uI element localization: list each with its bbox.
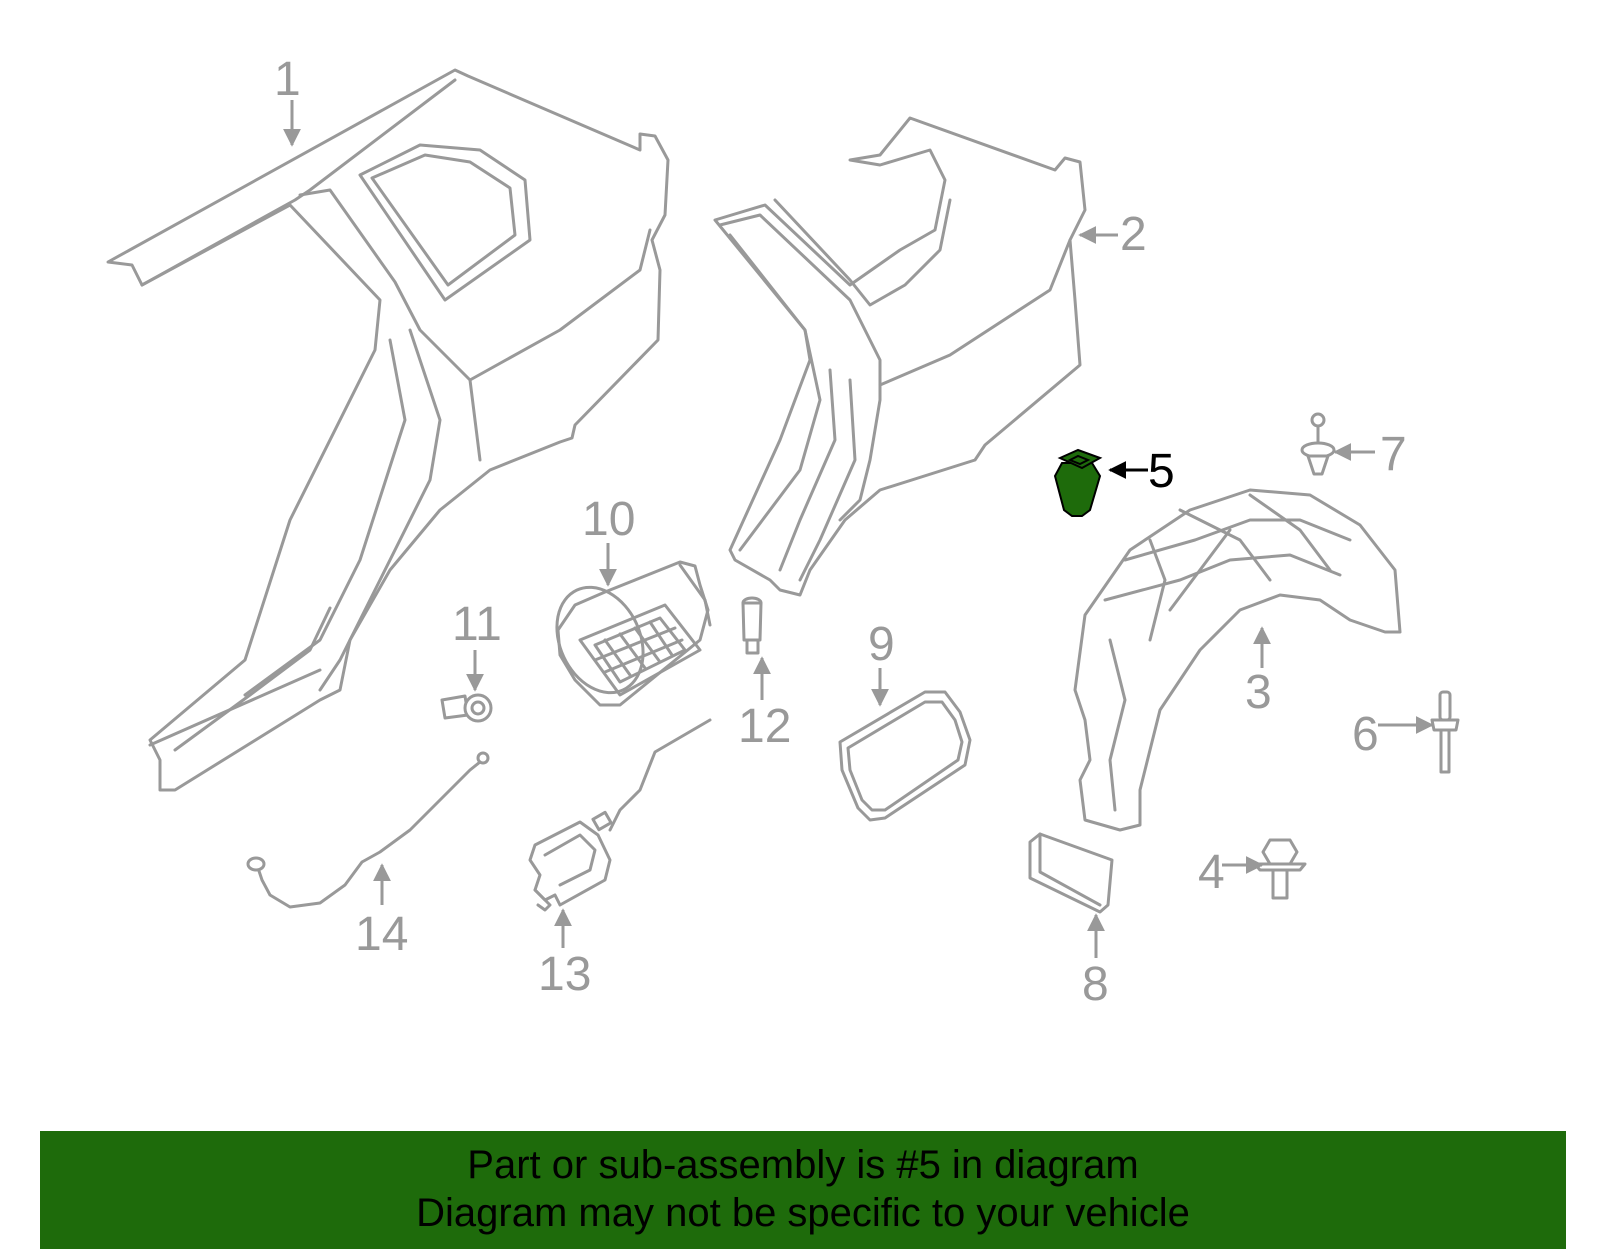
svg-text:12: 12 [738, 700, 791, 753]
svg-text:6: 6 [1352, 708, 1379, 761]
part-6-push-pin [1430, 690, 1460, 774]
part-1-quarter-panel-outer [106, 68, 670, 792]
callout-13: 13 [538, 908, 591, 1001]
part-10-fuel-filler-housing [555, 560, 712, 707]
svg-text:2: 2 [1120, 208, 1147, 261]
info-banner: Part or sub-assembly is #5 in diagram Di… [40, 1131, 1566, 1249]
callout-8: 8 [1082, 913, 1109, 1011]
callout-12: 12 [738, 656, 791, 753]
svg-text:1: 1 [274, 53, 301, 106]
svg-text:11: 11 [452, 598, 502, 651]
callout-9: 9 [868, 618, 895, 707]
part-12-release-pin [741, 596, 763, 655]
svg-text:13: 13 [538, 948, 591, 1001]
banner-line-1: Part or sub-assembly is #5 in diagram [467, 1143, 1139, 1187]
svg-text:3: 3 [1245, 666, 1272, 719]
part-2-quarter-panel-inner [713, 116, 1087, 597]
svg-text:10: 10 [582, 493, 635, 546]
callout-3: 3 [1245, 626, 1272, 719]
svg-text:8: 8 [1082, 958, 1109, 1011]
callout-4: 4 [1198, 846, 1264, 899]
part-8-trim-piece [1028, 832, 1114, 914]
part-5-clip-nut [1053, 448, 1103, 517]
svg-text:4: 4 [1198, 846, 1225, 899]
part-11-bumper-stop [440, 693, 493, 723]
svg-text:5: 5 [1148, 445, 1175, 498]
part-4-bolt [1253, 838, 1307, 900]
callout-10: 10 [582, 493, 635, 587]
callout-7: 7 [1333, 428, 1407, 481]
banner-line-2: Diagram may not be specific to your vehi… [416, 1191, 1190, 1235]
part-9-fuel-door [838, 690, 972, 822]
callout-2: 2 [1078, 208, 1147, 261]
callout-1: 1 [274, 53, 301, 147]
svg-text:7: 7 [1380, 428, 1407, 481]
callout-11: 11 [452, 598, 502, 692]
callout-14: 14 [355, 863, 408, 961]
part-7-push-rivet [1300, 412, 1336, 476]
callout-6: 6 [1352, 708, 1434, 761]
callout-5: 5 [1108, 445, 1175, 498]
part-14-drain-hose [246, 751, 490, 909]
part-3-wheel-liner [1073, 488, 1402, 832]
svg-text:14: 14 [355, 908, 408, 961]
svg-text:9: 9 [868, 618, 895, 671]
part-13-actuator [528, 718, 712, 912]
